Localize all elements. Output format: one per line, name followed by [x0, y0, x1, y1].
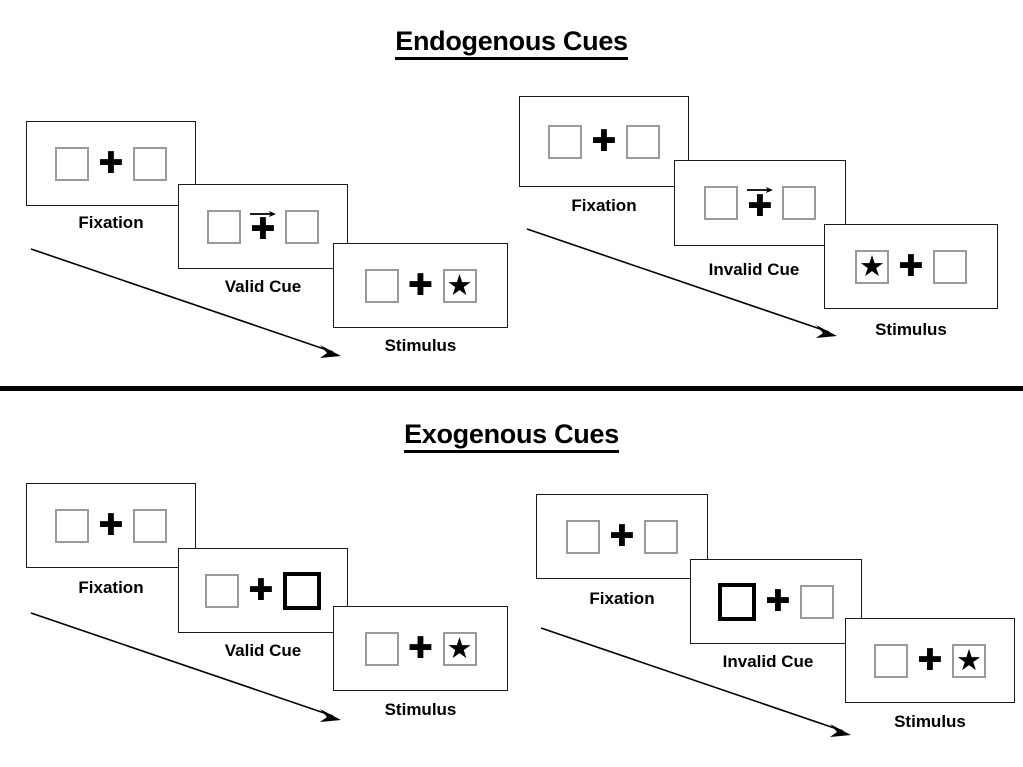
panel-endo-valid-stimulus[interactable]: ✚ ★: [333, 243, 508, 328]
fixation-cross-icon: ✚: [747, 188, 773, 224]
caption-exo-valid-stimulus: Stimulus: [384, 700, 457, 719]
caption-endo-invalid-stimulus: Stimulus: [875, 320, 947, 339]
left-box: [566, 519, 600, 554]
panel-content: ✚: [704, 183, 816, 223]
right-box: ★: [442, 631, 477, 666]
left-box: [364, 631, 399, 666]
left-box: [874, 643, 908, 678]
left-box: [364, 268, 399, 303]
right-box: [133, 146, 167, 181]
right-box: [644, 519, 678, 554]
star-target-icon: ★: [956, 643, 982, 677]
panel-endo-valid-fixation[interactable]: ✚: [26, 121, 196, 206]
section-title-endogenous-text: Endogenous Cues: [395, 26, 628, 60]
star-target-icon: ★: [859, 249, 885, 283]
panel-content: ✚ ★: [364, 629, 477, 669]
fixation-cross-icon: ✚: [917, 642, 943, 678]
fixation-area: ✚: [239, 571, 283, 611]
fixation-area: ✚: [399, 266, 443, 306]
fixation-cross-icon: ✚: [98, 145, 124, 181]
fixation-area: ✚: [89, 506, 133, 546]
caption-exo-invalid-cue: Invalid Cue: [722, 652, 814, 671]
caption-exo-invalid-fixation: Fixation: [589, 589, 655, 608]
panel-content: ✚: [55, 506, 167, 546]
fixation-cross-icon: ✚: [407, 630, 434, 666]
left-box: [548, 124, 582, 159]
fixation-area: ✚: [908, 641, 952, 681]
caption-endo-invalid-cue: Invalid Cue: [708, 260, 800, 279]
arrow-right-cue-icon: [747, 187, 773, 193]
section-title-endogenous: Endogenous Cues: [0, 26, 1023, 60]
fixation-cross-icon: ✚: [765, 583, 791, 619]
panel-endo-valid-cue[interactable]: ✚: [178, 184, 348, 269]
caption-endo-invalid-fixation: Fixation: [571, 196, 637, 215]
panel-exo-invalid-fixation[interactable]: ✚: [536, 494, 708, 579]
caption-exo-valid-cue: Valid Cue: [224, 641, 302, 660]
panel-content: ✚: [566, 517, 678, 557]
right-box: [782, 186, 816, 220]
fixation-cross-icon: ✚: [898, 248, 924, 284]
time-arrow-exogenous-valid: [30, 612, 341, 722]
left-box: [207, 209, 241, 244]
left-box-cued: [718, 582, 756, 621]
panel-endo-invalid-fixation[interactable]: ✚: [519, 96, 689, 187]
right-box-cued: [283, 571, 321, 610]
star-target-icon: ★: [446, 631, 473, 665]
panel-exo-valid-stimulus[interactable]: ✚ ★: [333, 606, 508, 691]
right-box: [133, 508, 167, 543]
fixation-area: ✚: [738, 183, 782, 223]
time-arrow-endogenous-valid: [30, 248, 341, 358]
fixation-area: ✚: [600, 517, 644, 557]
caption-endo-valid-cue: Valid Cue: [224, 277, 302, 296]
left-box: [55, 508, 89, 543]
left-box: ★: [855, 249, 889, 284]
panel-content: ✚: [718, 582, 834, 622]
fixation-cross-icon: ✚: [407, 267, 434, 303]
fixation-cross-icon: ✚: [250, 212, 276, 247]
panel-content: ✚: [207, 207, 319, 247]
right-box: ★: [442, 268, 477, 303]
section-title-exogenous: Exogenous Cues: [0, 419, 1023, 453]
fixation-cross-icon: ✚: [591, 123, 617, 159]
fixation-area: ✚: [756, 582, 800, 622]
panel-content: ★ ✚: [855, 247, 967, 287]
right-box: [285, 209, 319, 244]
fixation-cross-icon: ✚: [609, 518, 635, 554]
panel-exo-invalid-stimulus[interactable]: ✚ ★: [845, 618, 1015, 703]
right-box: [800, 584, 834, 619]
panel-content: ✚ ★: [364, 266, 477, 306]
panel-endo-invalid-cue[interactable]: ✚: [674, 160, 846, 246]
panel-exo-invalid-cue[interactable]: ✚: [690, 559, 862, 644]
fixation-area: ✚: [582, 122, 626, 162]
panel-exo-valid-fixation[interactable]: ✚: [26, 483, 196, 568]
time-arrow-endogenous-invalid: [526, 228, 837, 338]
fixation-area: ✚: [889, 247, 933, 287]
caption-exo-valid-fixation: Fixation: [78, 578, 144, 597]
section-title-exogenous-text: Exogenous Cues: [404, 419, 619, 453]
right-box: [933, 249, 967, 284]
right-box: [626, 124, 660, 159]
panel-endo-invalid-stimulus[interactable]: ★ ✚: [824, 224, 998, 309]
fixation-area: ✚: [399, 629, 443, 669]
left-box: [55, 146, 89, 181]
star-target-icon: ★: [446, 268, 473, 302]
fixation-area: ✚: [89, 144, 133, 184]
fixation-area: ✚: [241, 207, 285, 247]
right-box: ★: [952, 643, 986, 678]
fixation-cross-icon: ✚: [98, 507, 124, 543]
left-box: [205, 573, 239, 608]
panel-content: ✚ ★: [874, 641, 986, 681]
caption-exo-invalid-stimulus: Stimulus: [894, 712, 966, 731]
panel-content: ✚: [205, 571, 321, 611]
fixation-cross-icon: ✚: [248, 572, 274, 608]
time-arrow-exogenous-invalid: [540, 627, 851, 737]
panel-content: ✚: [55, 144, 167, 184]
panel-content: ✚: [548, 122, 660, 162]
section-divider: [0, 386, 1023, 391]
panel-exo-valid-cue[interactable]: ✚: [178, 548, 348, 633]
caption-endo-valid-stimulus: Stimulus: [384, 336, 457, 355]
caption-endo-valid-fixation: Fixation: [78, 213, 144, 232]
left-box: [704, 186, 738, 220]
arrow-right-cue-icon: [250, 210, 276, 217]
